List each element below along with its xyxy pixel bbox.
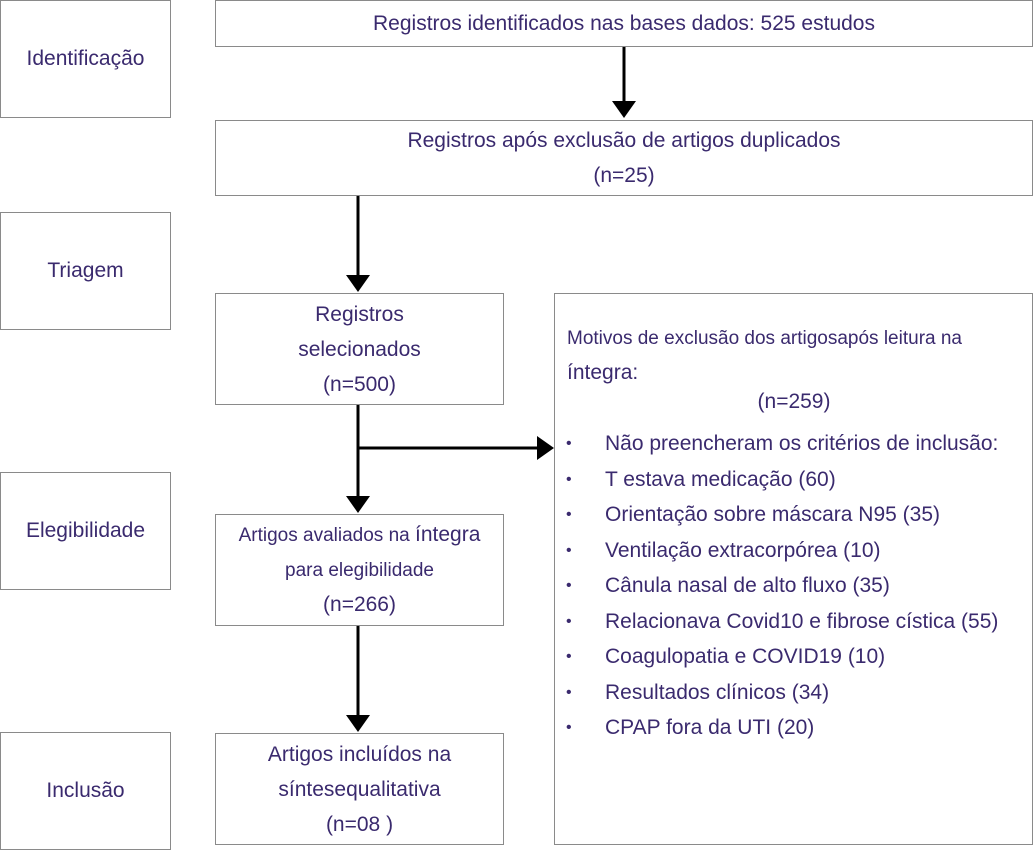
exclusion-item: •CPAP fora da UTI (20) <box>555 710 1025 746</box>
exclusion-intro-a: Motivos de exclusão dos artigosapós leit… <box>567 328 963 349</box>
bullet-icon: • <box>566 683 572 701</box>
stage-inclusion-label: Inclusão <box>46 779 125 802</box>
assessed-articles-line2: para elegibilidade <box>285 560 434 581</box>
stage-identification-label: Identificação <box>26 47 145 70</box>
arrowhead-4 <box>537 436 554 460</box>
stage-eligibility: Elegibilidade <box>0 472 171 590</box>
exclusion-item: •Não preencheram os critérios de inclusã… <box>555 426 1025 462</box>
stage-screening: Triagem <box>0 212 171 330</box>
exclusion-item: •Ventilação extracorpórea (10) <box>555 533 1025 569</box>
bullet-icon: • <box>566 541 572 559</box>
selected-records-line2: selecionados <box>298 337 421 361</box>
bullet-icon: • <box>566 435 572 452</box>
exclusion-item: •Orientação sobre máscara N95 (35) <box>555 497 1025 533</box>
assessed-articles-count: (n=266) <box>323 593 396 616</box>
box-after-duplicates: Registros após exclusão de artigos dupli… <box>215 120 1033 196</box>
exclusion-item: •T estava medicação (60) <box>555 462 1025 498</box>
included-articles-count: (n=08 ) <box>325 812 394 836</box>
assessed-articles-line1-a: Artigos avaliados na <box>238 525 415 546</box>
bullet-icon: • <box>566 577 572 594</box>
box-selected-records: Registros selecionados (n=500) <box>215 293 504 405</box>
stage-eligibility-label: Elegibilidade <box>25 519 146 542</box>
bullet-icon: • <box>566 470 572 488</box>
box-exclusion-reasons: Motivos de exclusão dos artigosapós leit… <box>554 293 1033 845</box>
included-articles-line1: Artigos incluídos na <box>267 742 452 766</box>
arrowhead-1 <box>612 101 636 118</box>
bullet-icon: • <box>566 506 572 523</box>
exclusion-list: •Não preencheram os critérios de inclusã… <box>555 426 1025 746</box>
exclusion-intro-b: íntegra: <box>567 361 639 384</box>
bullet-icon: • <box>566 612 572 630</box>
box-included-articles: Artigos incluídos na síntesequalitativa … <box>215 733 504 845</box>
selected-records-count: (n=500) <box>323 372 396 396</box>
bullet-icon: • <box>566 648 572 665</box>
exclusion-count: (n=259) <box>757 390 831 413</box>
exclusion-item: •Resultados clínicos (34) <box>555 675 1025 711</box>
identified-records-text: Registros identificados nas bases dados:… <box>373 11 875 35</box>
arrowhead-3 <box>346 496 370 513</box>
stage-identification: Identificação <box>0 0 171 118</box>
box-identified-records: Registros identificados nas bases dados:… <box>215 0 1033 47</box>
box-assessed-articles: Artigos avaliados na íntegra para elegib… <box>215 514 504 626</box>
assessed-articles-line1: Artigos avaliados na íntegra <box>239 518 481 554</box>
exclusion-item: •Relacionava Covid10 e fibrose cística (… <box>555 604 1025 640</box>
selected-records-line1: Registros <box>315 302 404 326</box>
after-duplicates-text: Registros após exclusão de artigos dupli… <box>407 129 841 152</box>
exclusion-item: •Cânula nasal de alto fluxo (35) <box>555 568 1025 604</box>
stage-screening-label: Triagem <box>47 259 124 282</box>
after-duplicates-count: (n=25) <box>593 164 655 187</box>
assessed-articles-line1-b: íntegra <box>415 523 481 546</box>
bullet-icon: • <box>566 719 572 736</box>
exclusion-intro: Motivos de exclusão dos artigosapós leit… <box>567 322 1017 391</box>
arrowhead-2 <box>346 275 370 292</box>
arrowhead-5 <box>346 715 370 732</box>
included-articles-line2: síntesequalitativa <box>278 777 441 801</box>
exclusion-item: •Coagulopatia e COVID19 (10) <box>555 639 1025 675</box>
